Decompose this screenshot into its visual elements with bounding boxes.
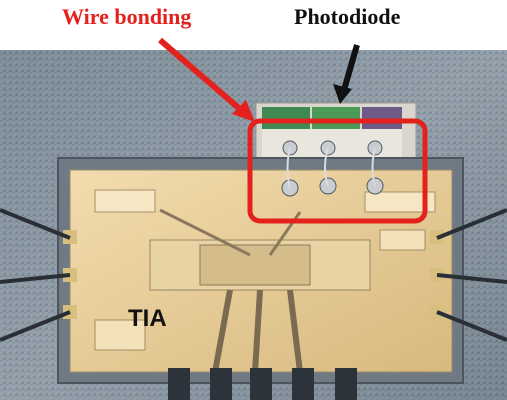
photodiode-label: Photodiode [294,4,401,29]
bond-pads [281,140,384,197]
wire-bonding-arrow [158,37,255,122]
tia-chip-label: TIA [128,305,167,332]
wire-bonding-label: Wire bonding [62,4,192,29]
bottom-pads [168,368,357,400]
side-pads [0,208,507,342]
photodiode-chip [255,102,417,164]
tia-chip [57,157,464,384]
photodiode-arrow [333,44,360,104]
wire-bonding-highlight-box [247,118,428,224]
